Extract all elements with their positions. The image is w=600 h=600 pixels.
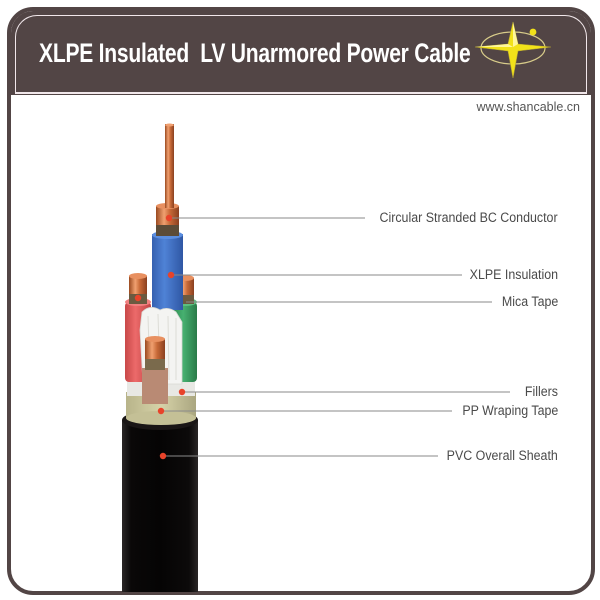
marker-dots [134,214,186,460]
label-mica-tape: Mica Tape [501,294,558,309]
label-pp-wrapping-tape: PP Wraping Tape [462,403,558,418]
header-border-line [15,15,587,94]
diagram-frame: XLPE Insulated LV Unarmored Power Cable [7,7,595,595]
blue-core [152,123,183,310]
pvc-sheath [122,410,198,592]
leader-lines [161,217,510,457]
website-url: www.shancable.cn [476,100,580,114]
compass-star-logo-icon [474,21,552,78]
label-conductor: Circular Stranded BC Conductor [379,210,558,225]
front-core [142,336,168,404]
page-title: XLPE Insulated LV Unarmored Power Cable [39,38,471,68]
header-bar: XLPE Insulated LV Unarmored Power Cable [11,11,591,95]
label-xlpe-insulation: XLPE Insulation [469,267,558,282]
label-pvc-overall-sheath: PVC Overall Sheath [446,448,558,463]
label-fillers: Fillers [524,384,558,399]
